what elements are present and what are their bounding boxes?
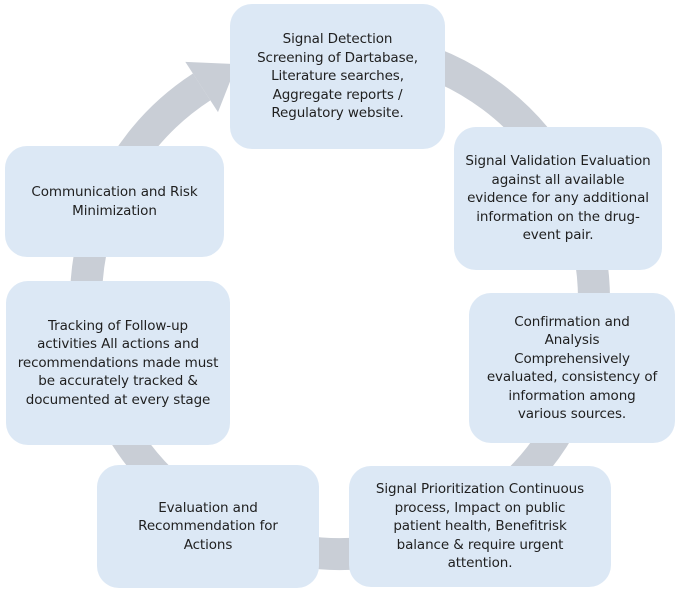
step-text: Signal Detection Screening of Dartabase,…	[257, 31, 418, 122]
step-tracking-follow-up: Tracking of Follow-up activities All act…	[6, 281, 230, 445]
step-communication-risk: Communication and Risk Minimization	[5, 146, 224, 257]
step-text: Signal Validation Evaluation against all…	[465, 153, 651, 244]
step-signal-prioritization: Signal Prioritization Continuous process…	[349, 466, 611, 587]
cycle-arrow-head-icon	[185, 61, 237, 113]
step-text: Signal Prioritization Continuous process…	[375, 481, 585, 572]
step-text: Confirmation and Analysis Comprehensivel…	[486, 313, 658, 423]
step-confirmation-analysis: Confirmation and Analysis Comprehensivel…	[469, 293, 675, 443]
step-signal-validation: Signal Validation Evaluation against all…	[454, 127, 662, 270]
step-text: Tracking of Follow-up activities All act…	[17, 317, 219, 408]
step-evaluation-recommendation: Evaluation and Recommendation for Action…	[97, 465, 319, 588]
step-signal-detection: Signal Detection Screening of Dartabase,…	[230, 4, 445, 149]
step-text: Communication and Risk Minimization	[31, 184, 198, 219]
step-text: Evaluation and Recommendation for Action…	[138, 499, 278, 553]
